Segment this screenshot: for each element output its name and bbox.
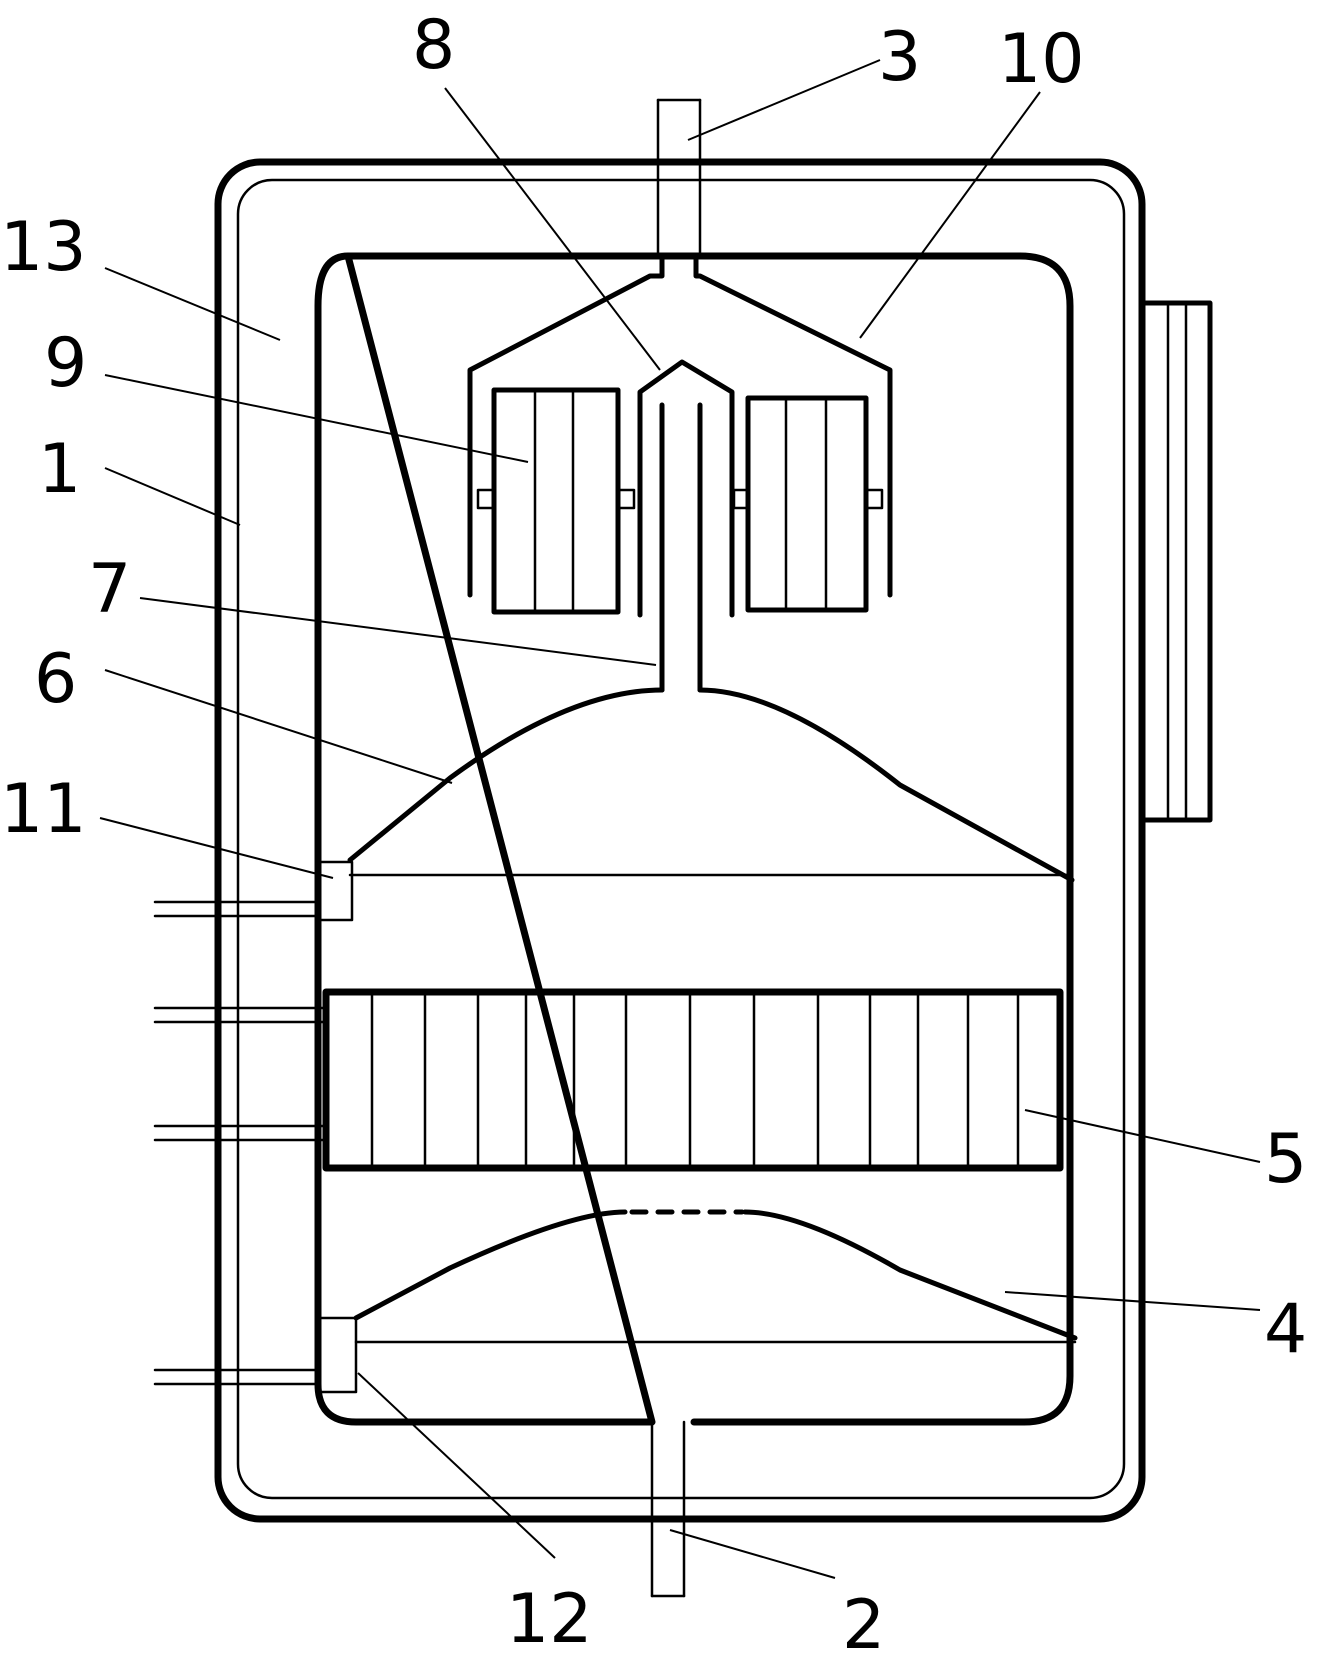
label-7: 7 [88,550,131,629]
label-3: 3 [878,18,921,97]
coil-module-left [476,387,636,615]
label-10: 10 [998,20,1085,99]
heat-exchange-block [153,988,1064,1172]
label-8: 8 [412,6,455,85]
label-12: 12 [506,1580,593,1658]
central-tube [637,359,735,693]
label-2: 2 [842,1586,885,1658]
inner-vessel [314,252,1074,1426]
label-9: 9 [44,324,87,403]
middle-cone [347,687,1075,883]
lower-cone [353,1209,1078,1344]
bottom-inlet-pipe [650,1420,686,1598]
upper-cover [467,253,893,598]
label-5: 5 [1264,1120,1307,1199]
labels: 3 10 8 13 9 1 7 6 11 5 4 12 2 [0,6,1307,1658]
label-11: 11 [0,770,87,849]
port-upper [153,860,354,922]
label-1: 1 [38,430,81,509]
label-4: 4 [1264,1290,1307,1369]
top-outlet-pipe [656,98,702,258]
outer-housing [214,158,1146,1523]
label-13: 13 [0,208,87,287]
port-lower [153,1316,358,1394]
coil-module-right [732,395,884,613]
leader-lines [99,59,1261,1579]
side-panel [1139,300,1213,823]
label-6: 6 [34,640,77,719]
